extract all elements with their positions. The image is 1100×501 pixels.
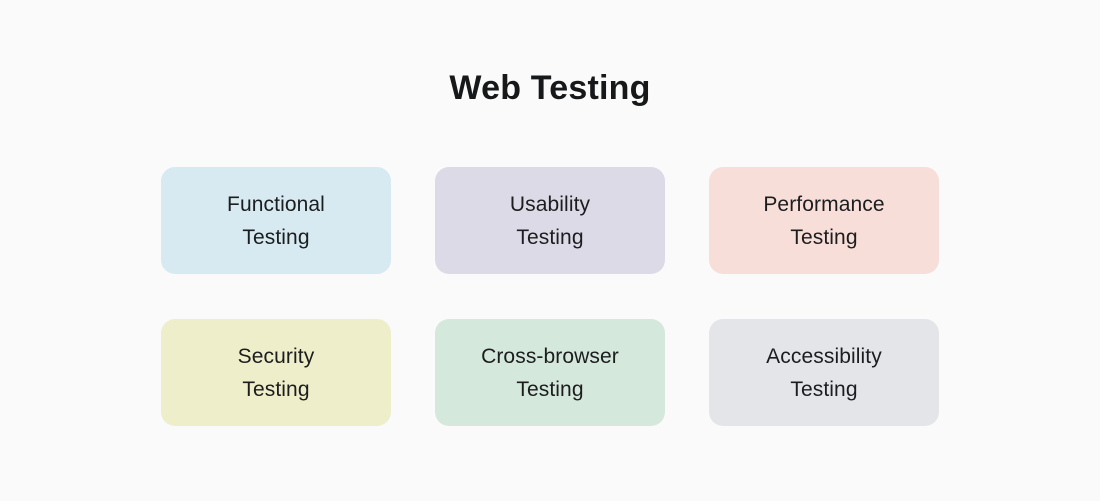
card-cross-browser-testing: Cross-browser Testing — [435, 319, 665, 426]
card-usability-testing: Usability Testing — [435, 167, 665, 274]
testing-types-grid: Functional Testing Usability Testing Per… — [161, 167, 939, 426]
card-functional-testing: Functional Testing — [161, 167, 391, 274]
card-label-line2: Testing — [516, 377, 584, 401]
card-label-line1: Usability — [509, 192, 591, 216]
card-label-line1: Functional — [227, 192, 325, 216]
card-label-line1: Cross-browser — [481, 344, 619, 368]
card-security-testing: Security Testing — [161, 319, 391, 426]
card-label-line1: Accessibility — [766, 344, 882, 368]
card-label-line2: Testing — [516, 225, 584, 249]
card-label-line1: Security — [237, 344, 315, 368]
card-performance-testing: Performance Testing — [709, 167, 939, 274]
card-label-line1: Performance — [763, 192, 885, 216]
card-label-line2: Testing — [790, 377, 858, 401]
page-title: Web Testing — [449, 69, 651, 107]
card-label-line2: Testing — [242, 225, 310, 249]
card-accessibility-testing: Accessibility Testing — [709, 319, 939, 426]
card-label-line2: Testing — [790, 225, 858, 249]
card-label-line2: Testing — [242, 377, 310, 401]
